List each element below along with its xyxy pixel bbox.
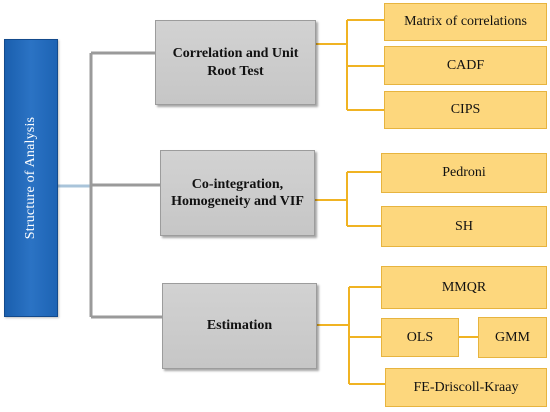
leaf-label: CADF (446, 57, 485, 73)
leaf-label: MMQR (441, 279, 487, 295)
root-node: Structure of Analysis (4, 39, 58, 317)
leaf-label: SH (455, 218, 473, 234)
leaf-cips: CIPS (384, 91, 547, 129)
leaf-label: OLS (406, 329, 434, 345)
leaf-cadf: CADF (384, 46, 547, 85)
gold-connectors-1 (315, 19, 384, 111)
section-title: Co-integration, Homogeneity and VIF (171, 176, 304, 210)
leaf-label: FE-Driscoll-Kraay (413, 379, 519, 395)
leaf-matrix-of-correlations: Matrix of correlations (384, 3, 547, 41)
leaf-pedroni: Pedroni (381, 153, 547, 193)
leaf-sh: SH (381, 206, 547, 247)
section-title: Correlation and Unit Root Test (172, 46, 299, 79)
root-label: Structure of Analysis (23, 116, 39, 240)
leaf-ols: OLS (381, 318, 459, 357)
leaf-mmqr: MMQR (381, 266, 547, 309)
leaf-fe-driscoll-kraay: FE-Driscoll-Kraay (385, 368, 547, 407)
section-correlation: Correlation and Unit Root Test (155, 20, 316, 105)
section-estimation: Estimation (162, 283, 317, 369)
leaf-label: CIPS (450, 102, 481, 117)
leaf-label: Pedroni (442, 165, 486, 180)
gold-connectors-2 (314, 171, 381, 227)
leaf-label: GMM (494, 329, 530, 345)
section-title: Estimation (206, 318, 273, 334)
leaf-gmm: GMM (478, 317, 547, 358)
gold-connectors-3 (316, 286, 478, 385)
leaf-label: Matrix of correlations (404, 14, 527, 29)
section-cointegration: Co-integration, Homogeneity and VIF (160, 150, 315, 236)
